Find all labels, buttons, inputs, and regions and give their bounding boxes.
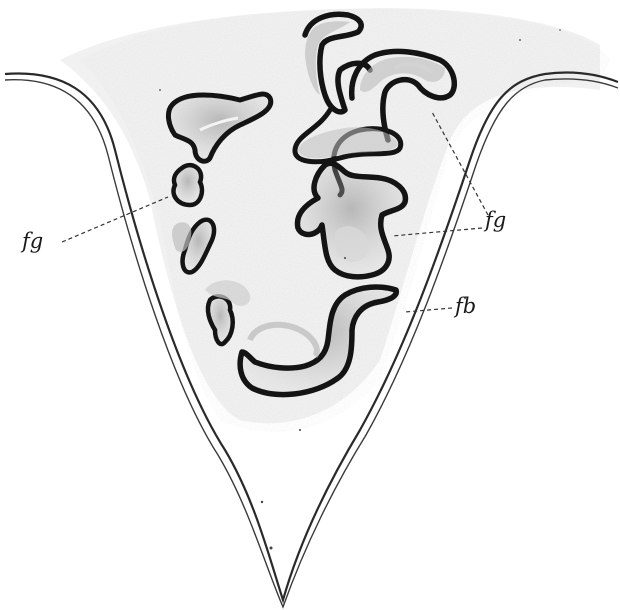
fold-left-small-a	[173, 165, 201, 205]
label-fb: fb	[455, 296, 476, 317]
leader-fb	[405, 308, 452, 312]
label-fg-left: fg	[22, 231, 43, 252]
label-fg-right: fg	[485, 210, 506, 231]
